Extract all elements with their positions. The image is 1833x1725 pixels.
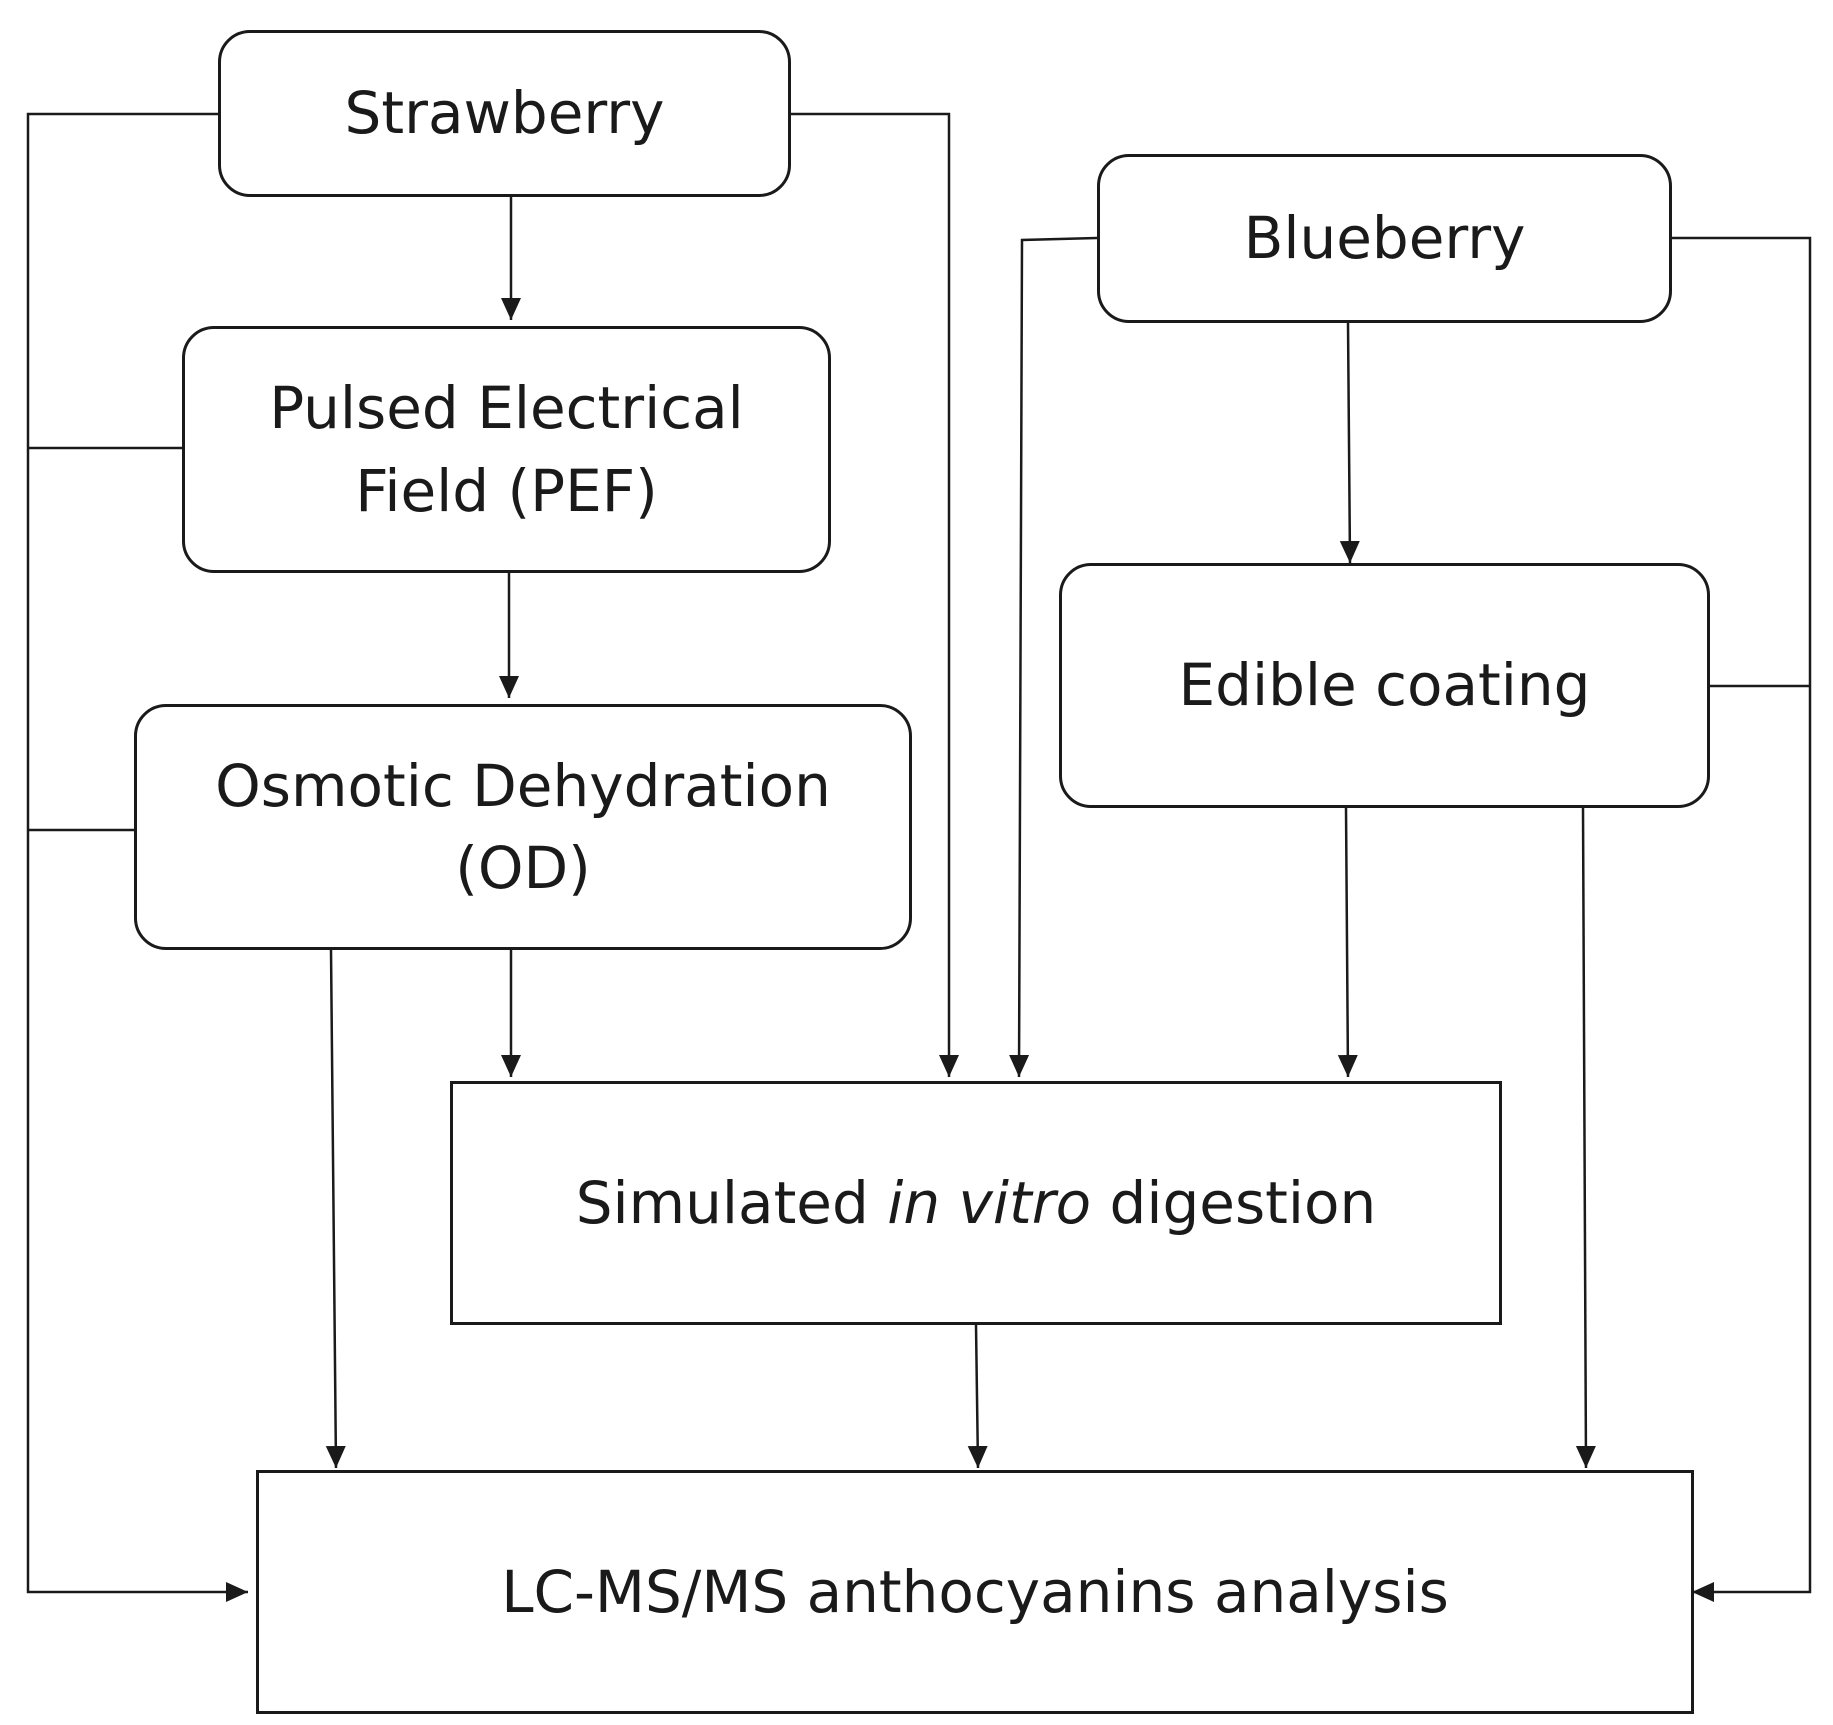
node-pef-label-line2: Field (PEF) (355, 456, 658, 525)
node-digestion-label: Simulated in vitro digestion (576, 1162, 1377, 1244)
node-digestion-label-before: Simulated (575, 1168, 888, 1237)
node-pef: Pulsed Electrical Field (PEF) (182, 326, 831, 573)
node-od-label-line1: Osmotic Dehydration (215, 751, 831, 820)
node-strawberry: Strawberry (218, 30, 791, 197)
node-edible-coating-label: Edible coating (1178, 651, 1591, 720)
connector-strawberry-left-bus (26, 112, 248, 1602)
connector-coating-to-digestion (1337, 807, 1358, 1078)
connector-blueberry-to-digestion (1009, 236, 1098, 1078)
node-strawberry-label: Strawberry (344, 79, 665, 148)
node-lcms-analysis: LC-MS/MS anthocyanins analysis (256, 1470, 1694, 1714)
connector-strawberry-to-digestion (789, 112, 959, 1077)
node-digestion-label-italic: in vitro (887, 1168, 1092, 1237)
connector-blueberry-to-coating (1339, 322, 1360, 564)
connector-coating-to-analysis (1575, 807, 1596, 1469)
node-analysis-label: LC-MS/MS anthocyanins analysis (501, 1557, 1449, 1626)
node-edible-coating: Edible coating (1059, 563, 1710, 808)
node-osmotic-dehydration: Osmotic Dehydration (OD) (134, 704, 912, 950)
node-blueberry: Blueberry (1097, 154, 1672, 323)
node-blueberry-label: Blueberry (1243, 204, 1526, 273)
connector-blueberry-right-bus (1670, 236, 1812, 1602)
node-digestion-label-after: digestion (1091, 1168, 1377, 1237)
connector-digestion-to-analysis (967, 1324, 988, 1469)
connector-od-to-analysis (325, 949, 346, 1469)
node-simulated-digestion: Simulated in vitro digestion (450, 1081, 1502, 1325)
node-pef-label-line1: Pulsed Electrical (269, 374, 744, 443)
node-od-label-line2: (OD) (455, 834, 591, 902)
